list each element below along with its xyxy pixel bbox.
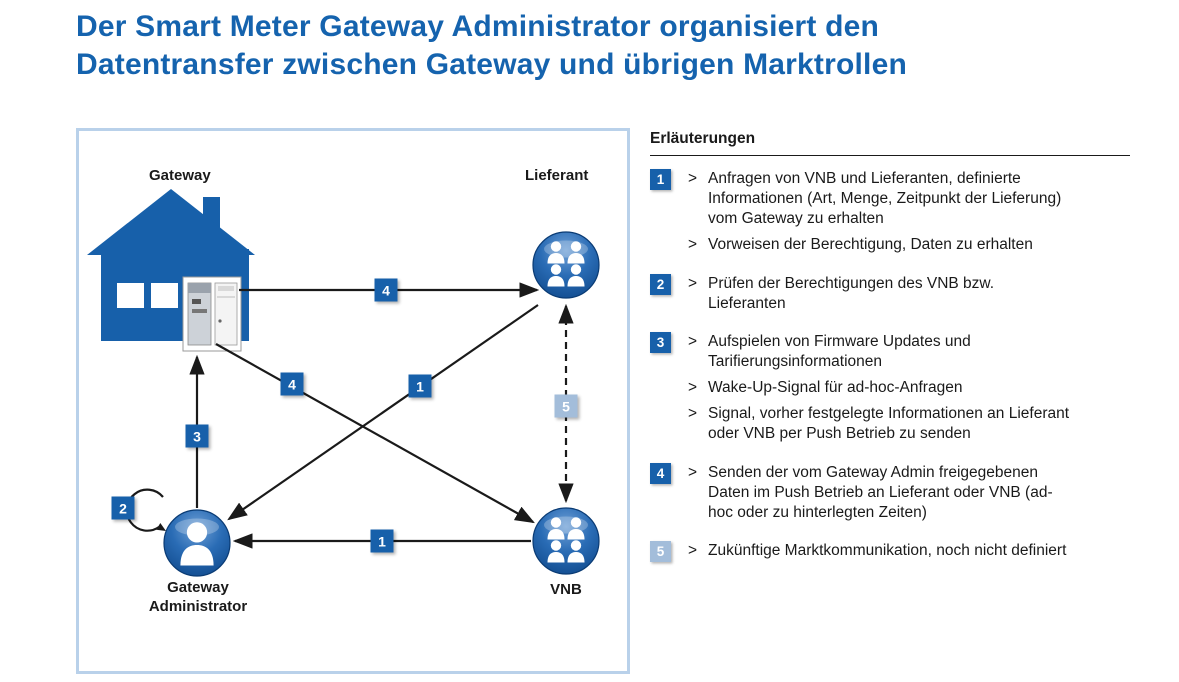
legend-item-number: 3 xyxy=(650,331,671,353)
chevron-right-icon: > xyxy=(688,236,698,254)
self-loop-arrowhead xyxy=(156,523,166,531)
legend-bullet: > Signal, vorher festgelegte Informatione… xyxy=(688,404,1070,444)
legend-bullet-text: Anfragen von VNB und Lieferanten, defini… xyxy=(708,170,1062,228)
legend-heading: Erläuterungen xyxy=(650,130,756,147)
legend-bullet-text: Prüfen der Berechtigungen des VNB bzw. L… xyxy=(708,274,995,312)
page-title-line1: Der Smart Meter Gateway Administrator or… xyxy=(76,10,880,43)
edge-gateway-to-vnb xyxy=(215,343,535,524)
legend-item: 4 > Senden der vom Gateway Admin freigegeb… xyxy=(650,462,1130,529)
lieferant-group-icon xyxy=(532,231,600,299)
chevron-right-icon: > xyxy=(688,332,698,350)
legend-panel: Erläuterungen 1 > Anfragen von VNB und Lie… xyxy=(650,130,1130,579)
edge-badge-gateway-vnb: 4 xyxy=(280,372,304,396)
legend-bullet: > Senden der vom Gateway Admin freigegebe… xyxy=(688,463,1070,523)
chevron-right-icon: > xyxy=(688,170,698,187)
smart-meter-icon xyxy=(182,276,242,352)
admin-label-line1: Gateway xyxy=(167,579,229,596)
legend-bullet-text: Aufspielen von Firmware Updates und Tari… xyxy=(708,332,971,370)
legend-divider xyxy=(650,155,1130,156)
chevron-right-icon: > xyxy=(688,274,698,292)
legend-item-number: 2 xyxy=(650,273,671,295)
legend-item: 5 > Zukünftige Marktkommunikation, noch ni… xyxy=(650,540,1130,567)
edge-badge-admin-self: 2 xyxy=(111,496,135,520)
chevron-right-icon: > xyxy=(688,405,698,423)
legend-item: 1 > Anfragen von VNB und Lieferanten, defi… xyxy=(650,169,1130,262)
page-title-line2: Datentransfer zwischen Gateway und übrig… xyxy=(76,48,907,82)
legend-bullet: > Anfragen von VNB und Lieferanten, defin… xyxy=(688,169,1070,229)
legend-bullet: > Prüfen der Berechtigungen des VNB bzw. … xyxy=(688,274,1070,314)
legend-bullet-text: Wake-Up-Signal für ad-hoc-Anfragen xyxy=(708,379,963,397)
legend-bullet: > Vorweisen der Berechtigung, Daten zu er… xyxy=(688,235,1070,255)
vnb-group-icon xyxy=(532,507,600,575)
diagram-graphic xyxy=(87,189,600,577)
diagram-panel: Gateway Lieferant Gateway Administrator … xyxy=(76,128,630,674)
legend-item-number: 4 xyxy=(650,462,671,484)
vnb-label: VNB xyxy=(550,581,582,598)
legend-list: 1 > Anfragen von VNB und Lieferanten, defi… xyxy=(650,169,1130,567)
legend-item-number: 1 xyxy=(650,169,671,190)
edge-badge-vnb-admin: 1 xyxy=(370,529,394,553)
legend-item-number: 5 xyxy=(650,540,671,562)
legend-item: 3 > Aufspielen von Firmware Updates und Ta… xyxy=(650,331,1130,451)
page-title: Der Smart Meter Gateway Administrator or… xyxy=(76,8,907,84)
house-icon xyxy=(87,189,255,352)
admin-label: Gateway Administrator xyxy=(117,579,279,617)
edge-badge-lieferant-admin: 1 xyxy=(408,374,432,398)
legend-bullet-text: Zukünftige Marktkommunikation, noch nich… xyxy=(708,541,1067,559)
legend-bullet: > Wake-Up-Signal für ad-hoc-Anfragen xyxy=(688,378,1070,398)
chevron-right-icon: > xyxy=(688,541,698,559)
legend-bullet: > Aufspielen von Firmware Updates und Tar… xyxy=(688,332,1070,372)
edge-badge-lieferant-vnb: 5 xyxy=(554,394,578,418)
chevron-right-icon: > xyxy=(688,463,698,481)
gateway-label: Gateway xyxy=(149,167,211,184)
edge-badge-admin-gateway: 3 xyxy=(185,424,209,448)
lieferant-label: Lieferant xyxy=(525,167,589,184)
chevron-right-icon: > xyxy=(688,379,698,397)
legend-bullet-text: Vorweisen der Berechtigung, Daten zu erh… xyxy=(708,236,1033,254)
legend-bullet-text: Signal, vorher festgelegte Informationen… xyxy=(708,405,1070,443)
legend-bullet-text: Senden der vom Gateway Admin freigegeben… xyxy=(708,463,1053,521)
legend-bullet: > Zukünftige Marktkommunikation, noch nic… xyxy=(688,541,1070,561)
edge-badge-gateway-lieferant: 4 xyxy=(374,278,398,302)
admin-person-icon xyxy=(163,509,231,577)
legend-item: 2 > Prüfen der Berechtigungen des VNB bzw.… xyxy=(650,273,1130,320)
admin-label-line2: Administrator xyxy=(148,597,248,615)
edge-lieferant-to-admin xyxy=(227,304,539,521)
